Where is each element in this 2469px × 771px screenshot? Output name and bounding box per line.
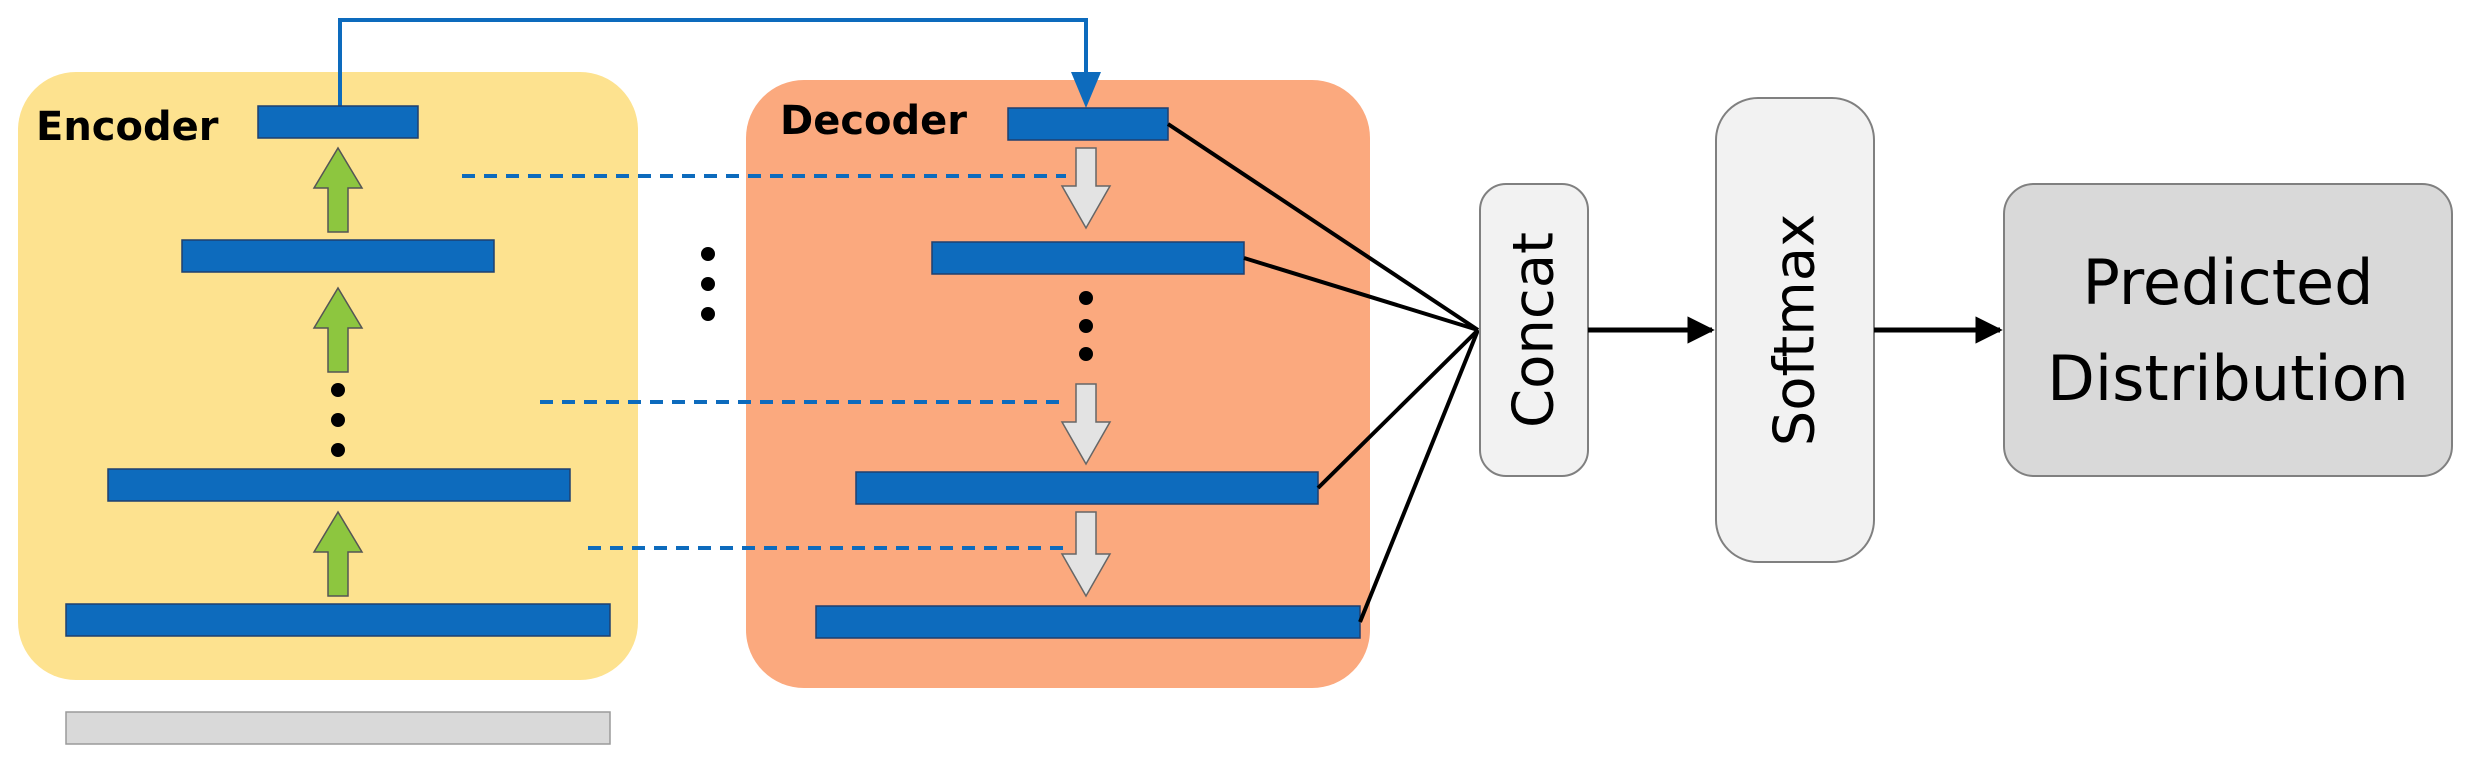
encoder-layer-bar: [107, 468, 571, 502]
ellipsis-dot: [1079, 319, 1093, 333]
decoder-layer-bar: [931, 241, 1245, 275]
encoder-layer-bar: [181, 239, 495, 273]
skip-connection-arrowhead: [1071, 72, 1101, 108]
ellipsis-dot: [701, 247, 715, 261]
connector-line: [1243, 256, 1479, 332]
decoder-layer-bar: [1007, 107, 1169, 141]
up-arrow-icon: [312, 286, 364, 373]
decoder-layer-bar: [855, 471, 1319, 505]
ellipsis-dot: [701, 307, 715, 321]
decoder-label: Decoder: [780, 98, 967, 144]
connector-line: [1358, 329, 1480, 623]
output-line-2: Distribution: [2047, 342, 2409, 415]
predicted-distribution-box: [2003, 183, 2453, 477]
down-arrow-icon: [1060, 383, 1112, 466]
connector-line: [1166, 122, 1480, 332]
encoder-layer-bar: [257, 105, 419, 139]
encoder-label: Encoder: [36, 104, 219, 150]
ellipsis-dot: [331, 383, 345, 397]
concat-label: Concat: [1502, 232, 1567, 428]
softmax-label: Softmax: [1763, 214, 1828, 447]
connector-line: [1316, 328, 1480, 490]
ellipsis-dot: [1079, 291, 1093, 305]
decoder-layer-bar: [815, 605, 1361, 639]
ellipsis-dot: [701, 277, 715, 291]
up-arrow-icon: [312, 146, 364, 233]
encoder-layer-bar: [65, 603, 611, 637]
output-line-1: Predicted: [2082, 246, 2373, 319]
encoder-panel: [18, 72, 638, 680]
down-arrow-icon: [1060, 147, 1112, 230]
ellipsis-dot: [1079, 347, 1093, 361]
up-arrow-icon: [312, 510, 364, 597]
down-arrow-icon: [1060, 511, 1112, 598]
ellipsis-dot: [331, 413, 345, 427]
ellipsis-dot: [331, 443, 345, 457]
input-bar: [65, 711, 611, 745]
decoder-panel: [746, 80, 1370, 688]
skip-connection-arrow: [338, 18, 1088, 106]
